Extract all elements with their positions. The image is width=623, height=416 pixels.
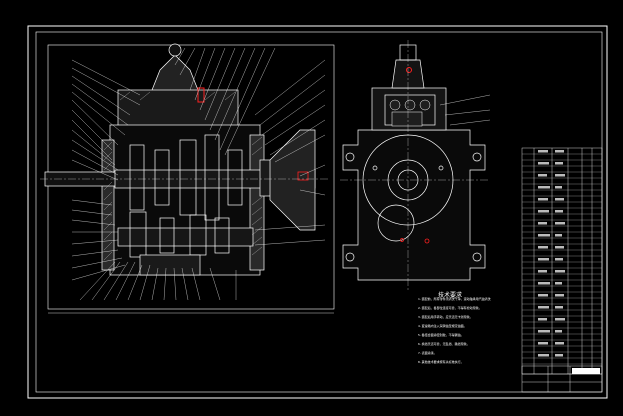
note-line: 5.各结合面涂密封胶，不得漏油。 [418, 333, 464, 337]
end-view-details [389, 99, 431, 127]
note-line: 2.装配后，各部位连接可靠，不得有松动现象。 [418, 306, 482, 310]
outer-border [27, 25, 608, 399]
leader-lines-right [254, 59, 326, 246]
end-view-leaders [439, 94, 491, 126]
red-detail [406, 67, 412, 73]
title-block-logo [572, 368, 600, 374]
leader-lines-bottom [79, 261, 237, 301]
parts-list-glyphs [538, 150, 565, 357]
section-hatching [103, 91, 263, 261]
note-line: 7.表面涂漆。 [418, 351, 437, 355]
note-line: 4.变速箱内注入润滑油至规定油面。 [418, 324, 467, 328]
end-view [342, 44, 486, 281]
red-detail [424, 238, 430, 244]
parts-list-rows [522, 153, 602, 365]
red-detail [400, 238, 404, 242]
note-line: 8.其他技术要求按有关标准执行。 [418, 360, 464, 364]
leader-lines-top [174, 47, 276, 156]
red-detail [197, 87, 205, 103]
note-line: 1.装配前，所有零件须清洗干净，滚动轴承用汽油清洗 [418, 297, 491, 301]
gearbox-section-view [44, 43, 316, 276]
red-detail [297, 171, 309, 181]
note-line: 3.装配后用手转动，应灵活无卡滞现象。 [418, 315, 473, 319]
parts-list-table [521, 147, 603, 375]
note-line: 6.换挡灵活可靠，无乱挡、跳挡现象。 [418, 342, 470, 346]
leader-lines-left [71, 59, 141, 281]
technical-requirements-title: 技术要求 [438, 292, 463, 299]
